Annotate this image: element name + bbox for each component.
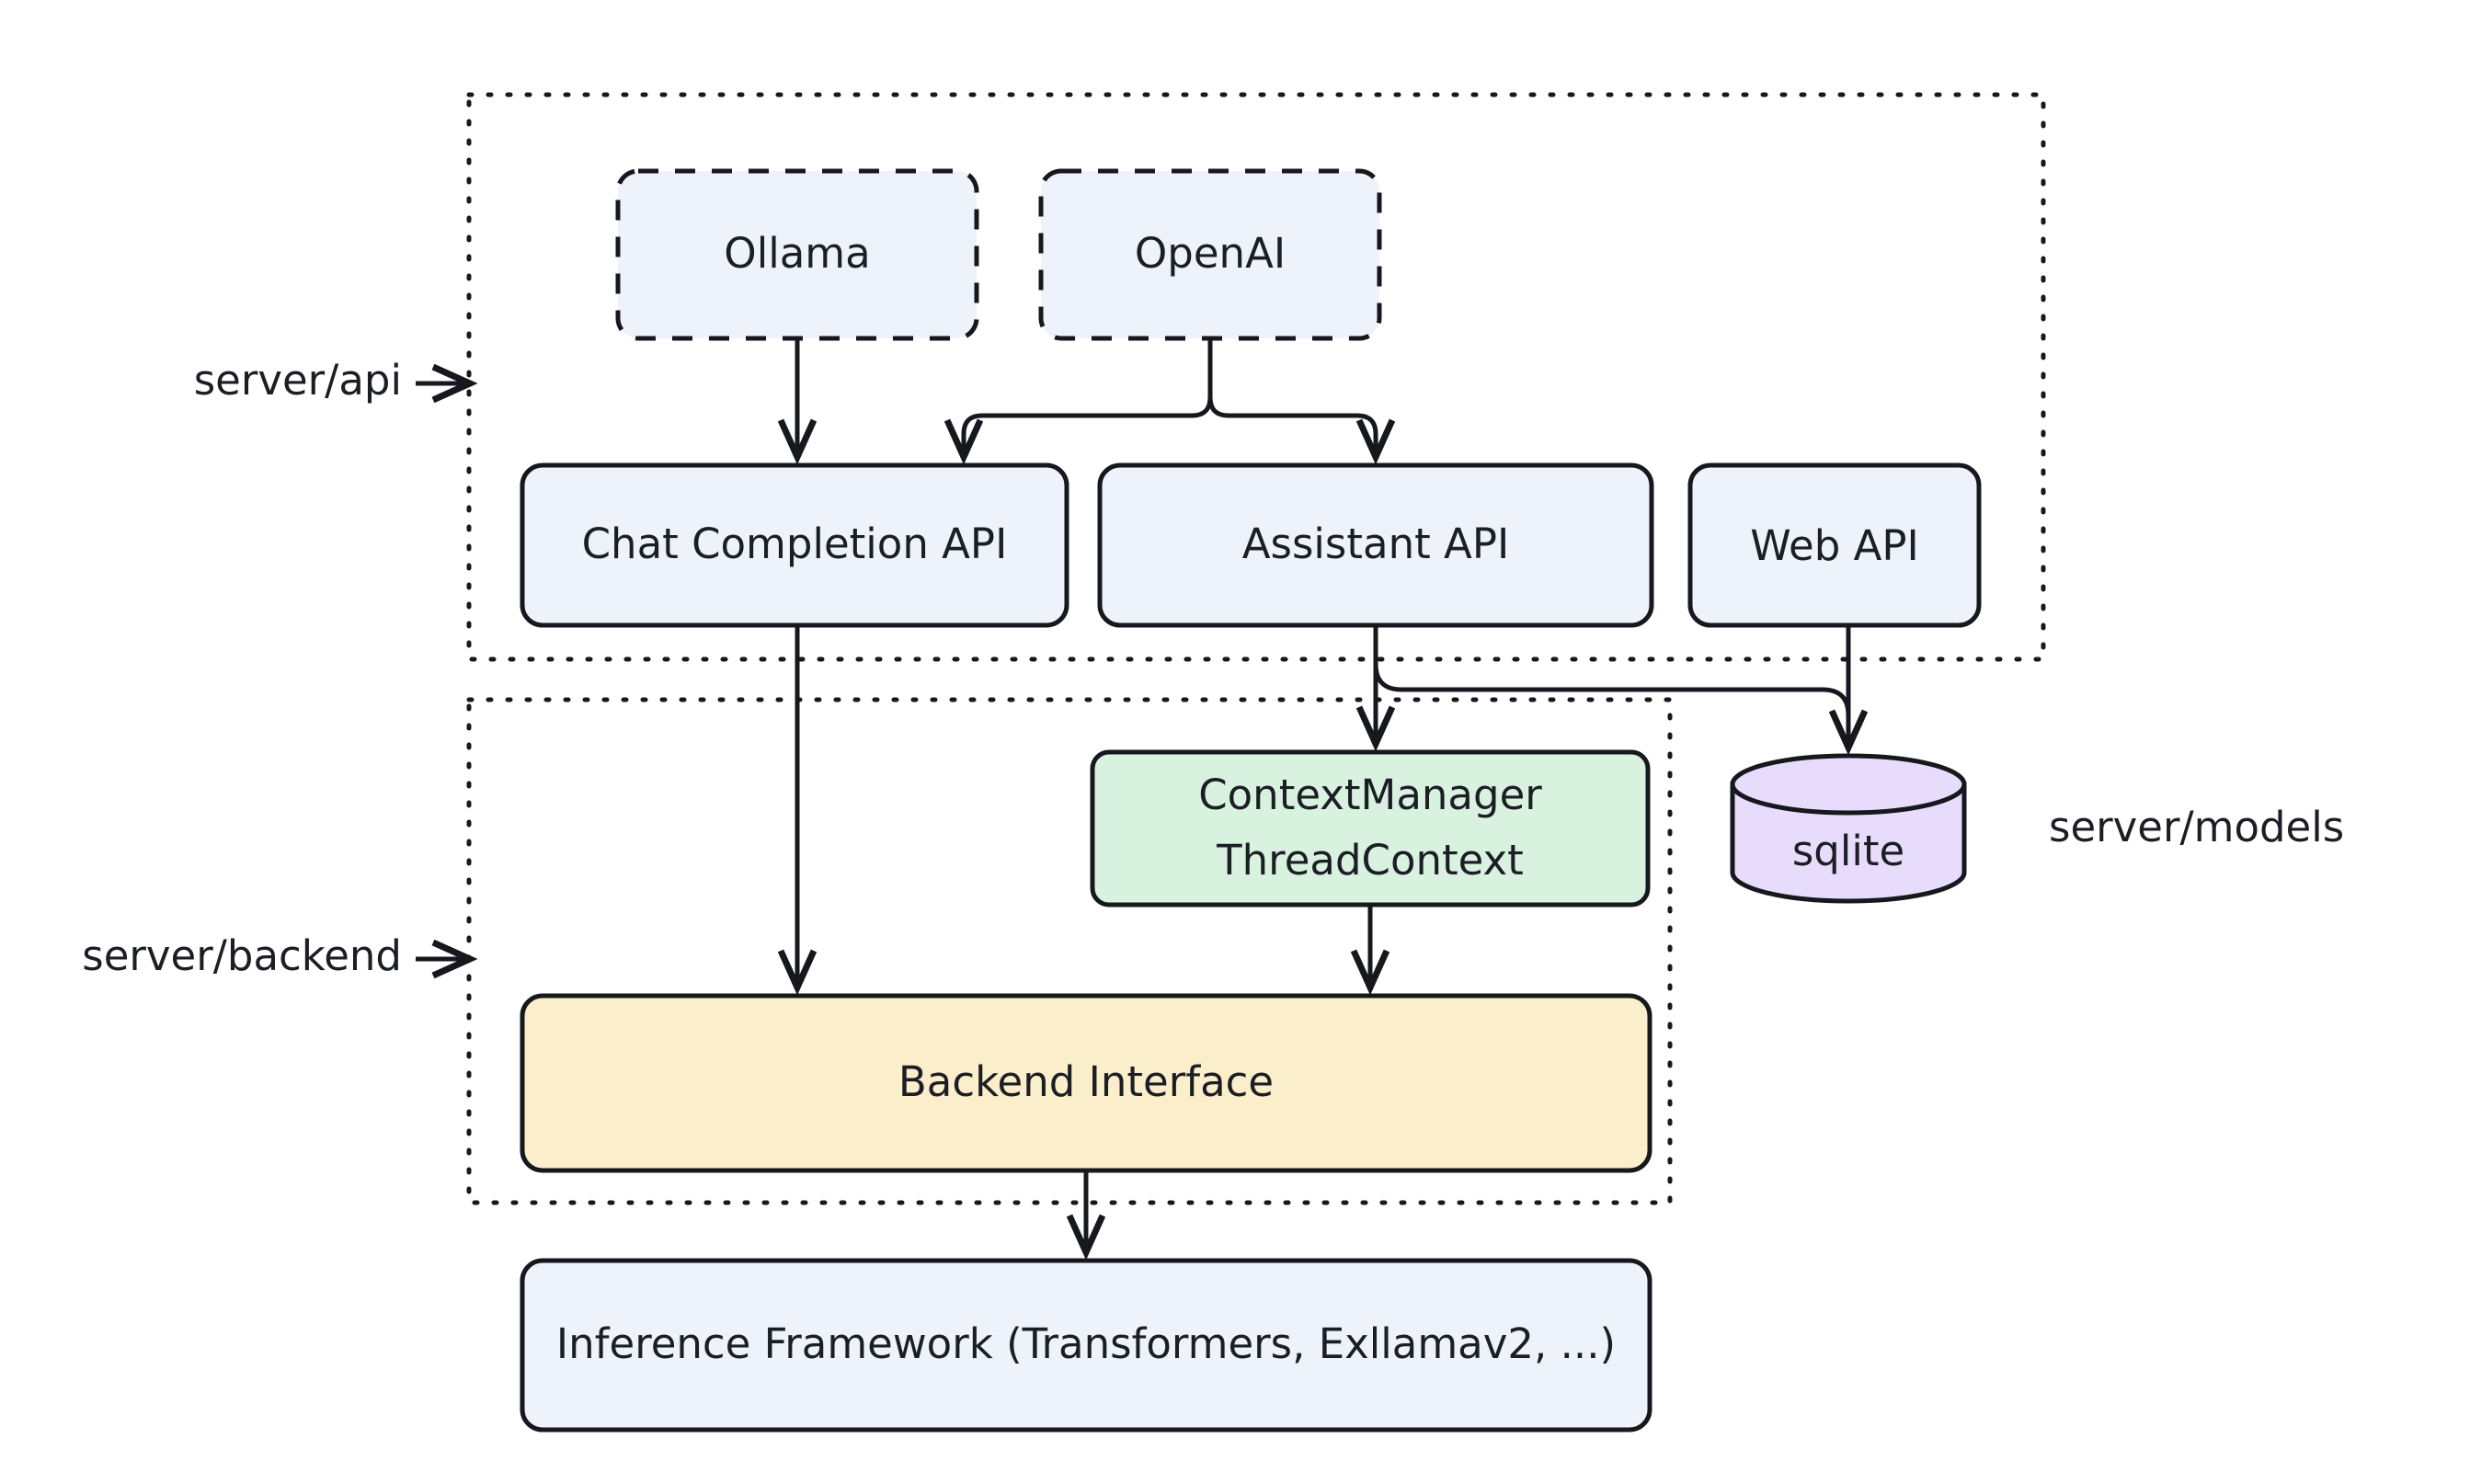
node-web-api[interactable]: Web API xyxy=(1687,462,1982,628)
inference-framework-label: Inference Framework (Transformers, Exlla… xyxy=(556,1319,1616,1368)
ollama-label: Ollama xyxy=(724,229,870,278)
backend-interface-box[interactable] xyxy=(520,993,1652,1173)
inference-framework-box[interactable] xyxy=(520,1258,1652,1433)
server-backend-label: server/backend xyxy=(82,931,402,980)
ollama-box[interactable] xyxy=(615,168,979,341)
sqlite-cylinder-top xyxy=(1730,753,1967,816)
chat-completion-api-box[interactable] xyxy=(520,462,1069,628)
server-api-label: server/api xyxy=(194,356,402,405)
node-assistant-api[interactable]: Assistant API xyxy=(1097,462,1654,628)
openai-box[interactable] xyxy=(1038,168,1382,341)
node-context-manager[interactable]: ContextManager ThreadContext xyxy=(1090,749,1651,908)
node-ollama[interactable]: Ollama xyxy=(615,168,979,341)
node-sqlite[interactable]: sqlite xyxy=(1730,753,1967,904)
node-chat-completion-api[interactable]: Chat Completion API xyxy=(520,462,1069,628)
openai-label: OpenAI xyxy=(1135,229,1286,278)
chat-completion-api-label: Chat Completion API xyxy=(582,519,1008,568)
web-api-box[interactable] xyxy=(1687,462,1982,628)
sqlite-label: sqlite xyxy=(1792,827,1904,875)
context-manager-box[interactable] xyxy=(1090,749,1651,908)
context-manager-label-line1: ContextManager xyxy=(1198,771,1542,819)
node-backend-interface[interactable]: Backend Interface xyxy=(520,993,1652,1173)
node-openai[interactable]: OpenAI xyxy=(1038,168,1382,341)
assistant-api-label: Assistant API xyxy=(1242,519,1510,568)
web-api-label: Web API xyxy=(1750,521,1919,570)
node-inference-framework[interactable]: Inference Framework (Transformers, Exlla… xyxy=(520,1258,1652,1433)
context-manager-label-line2: ThreadContext xyxy=(1216,836,1524,885)
backend-interface-label: Backend Interface xyxy=(898,1057,1274,1106)
server-models-label: server/models xyxy=(2049,803,2344,851)
edge-openai-to-assistant-api xyxy=(1207,338,1376,456)
sqlite-cylinder-body[interactable] xyxy=(1730,782,1967,904)
assistant-api-box[interactable] xyxy=(1097,462,1654,628)
group-container-server-api: server/api xyxy=(194,92,2046,662)
group-container-server-backend: server/backend xyxy=(82,697,1673,1205)
server-backend-boundary xyxy=(466,697,1673,1205)
